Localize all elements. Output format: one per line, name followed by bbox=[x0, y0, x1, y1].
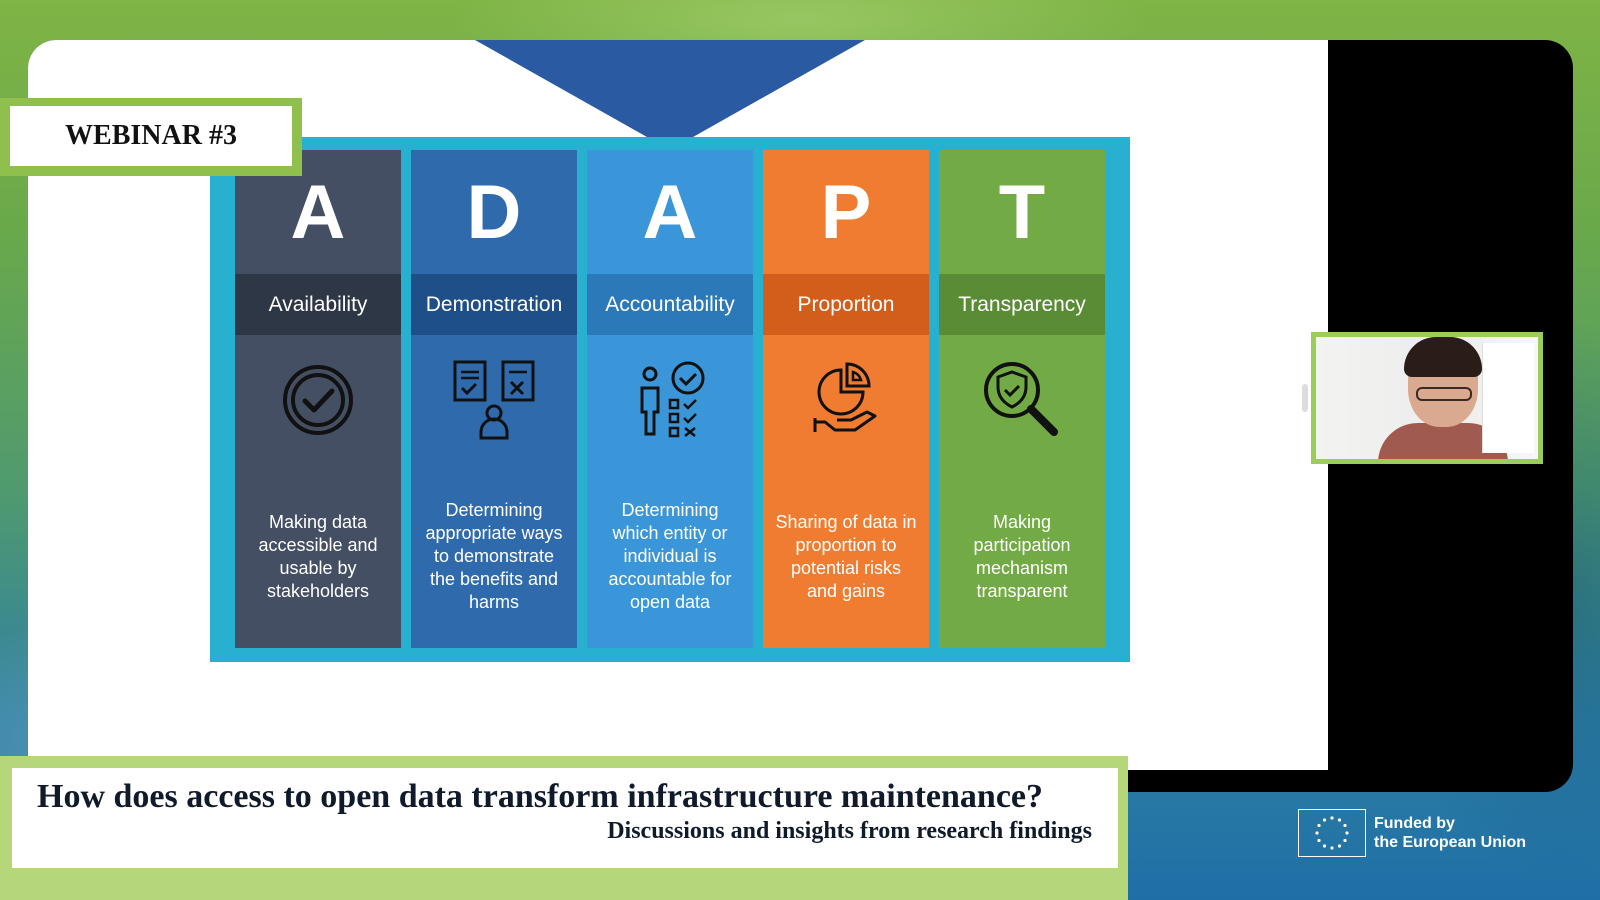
eu-flag-icon bbox=[1298, 809, 1366, 857]
column-letter: D bbox=[411, 150, 577, 274]
column-description: Determining which entity or individual i… bbox=[587, 465, 753, 648]
adapt-framework: A Availability Making data accessible an… bbox=[210, 137, 1130, 662]
column-demonstration: D Demonstration Determining appropriate … bbox=[411, 150, 577, 648]
funding-line2: the European Union bbox=[1374, 834, 1526, 851]
slide: A Availability Making data accessible an… bbox=[28, 40, 1328, 770]
webinar-label: WEBINAR #3 bbox=[10, 106, 292, 166]
column-letter: A bbox=[587, 150, 753, 274]
column-availability: A Availability Making data accessible an… bbox=[235, 150, 401, 648]
column-transparency: T Transparency Making participation mech… bbox=[939, 150, 1105, 648]
funnel-shape bbox=[475, 40, 865, 150]
column-accountability: A Accountability Determining which entit… bbox=[587, 150, 753, 648]
column-letter: T bbox=[939, 150, 1105, 274]
check-circle-icon bbox=[235, 335, 401, 465]
speaker-video-feed bbox=[1316, 337, 1538, 459]
column-title: Availability bbox=[235, 274, 401, 335]
background-poster bbox=[1482, 343, 1534, 453]
column-title: Accountability bbox=[587, 274, 753, 335]
column-description: Determining appropriate ways to demonstr… bbox=[411, 465, 577, 648]
eu-funding-logo: Funded by the European Union bbox=[1298, 808, 1526, 858]
column-letter: P bbox=[763, 150, 929, 274]
column-description: Sharing of data in proportion to potenti… bbox=[763, 465, 929, 648]
panel-resize-handle[interactable] bbox=[1302, 384, 1308, 412]
pie-chart-hand-icon bbox=[763, 335, 929, 465]
column-title: Transparency bbox=[939, 274, 1105, 335]
column-description: Making data accessible and usable by sta… bbox=[235, 465, 401, 648]
webinar-badge: WEBINAR #3 bbox=[0, 98, 302, 176]
shield-magnifier-icon bbox=[939, 335, 1105, 465]
funding-text: Funded by the European Union bbox=[1374, 814, 1526, 852]
webinar-title: How does access to open data transform i… bbox=[37, 778, 1044, 815]
title-banner-inner: How does access to open data transform i… bbox=[12, 768, 1118, 868]
person-checklist-icon bbox=[587, 335, 753, 465]
documents-person-icon bbox=[411, 335, 577, 465]
speaker-hair bbox=[1404, 337, 1482, 377]
webinar-subtitle: Discussions and insights from research f… bbox=[607, 818, 1092, 844]
column-description: Making participation mechanism transpare… bbox=[939, 465, 1105, 648]
speaker-video[interactable] bbox=[1311, 332, 1543, 464]
column-proportion: P Proportion Sharing of data in proporti… bbox=[763, 150, 929, 648]
column-letter: A bbox=[235, 150, 401, 274]
title-banner: How does access to open data transform i… bbox=[0, 756, 1128, 900]
column-title: Proportion bbox=[763, 274, 929, 335]
funding-line1: Funded by bbox=[1374, 815, 1455, 832]
column-title: Demonstration bbox=[411, 274, 577, 335]
speaker-glasses bbox=[1416, 387, 1472, 401]
